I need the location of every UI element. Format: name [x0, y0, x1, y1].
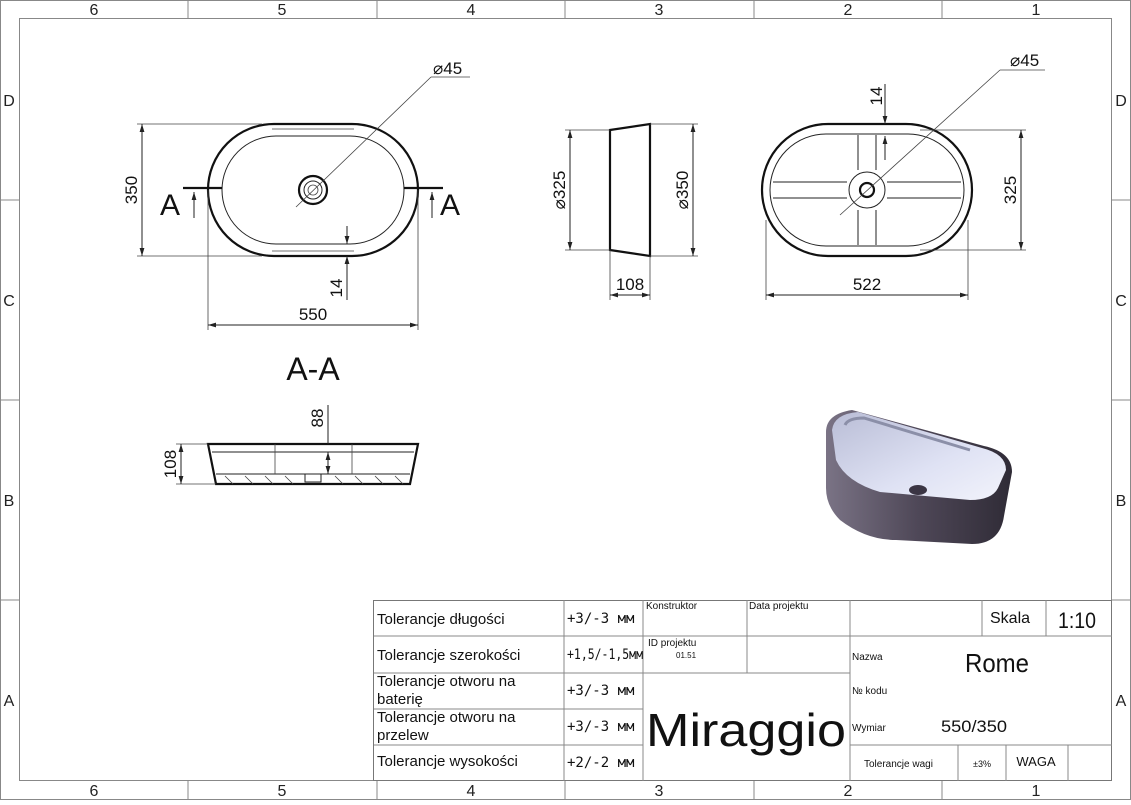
- side-depth-dim: 108: [616, 275, 644, 294]
- col-label-top: 1: [1032, 2, 1041, 19]
- col-label-top: 5: [278, 2, 287, 19]
- tol-overflow-hole-label: Tolerancje otworu na: [377, 709, 516, 726]
- tol-width-value: +1,5/-1,5мм: [567, 647, 643, 663]
- col-label-top: 3: [655, 2, 664, 19]
- nr-kodu-label: № kodu: [852, 686, 887, 697]
- tol-overflow-hole-value: +3/-3 мм: [567, 719, 635, 735]
- col-label-bottom: 1: [1032, 783, 1041, 800]
- top-wall-dim: 14: [327, 279, 346, 298]
- col-label-bottom: 5: [278, 783, 287, 800]
- konstruktor-label: Konstruktor: [646, 601, 698, 612]
- section-view: A-A 88 108: [161, 351, 420, 486]
- col-label-bottom: 6: [90, 783, 99, 800]
- row-label-left: B: [4, 493, 15, 510]
- col-label-bottom: 4: [467, 783, 476, 800]
- tol-length-label: Tolerancje długości: [377, 611, 505, 628]
- basin-3d-render: [826, 410, 1012, 544]
- title-block: Tolerancje długości Tolerancje szerokośc…: [373, 600, 1112, 781]
- top-view: ⌀45 350 550 14 A A: [122, 59, 470, 330]
- section-title: A-A: [286, 351, 340, 387]
- section-marker-right: A: [440, 189, 460, 222]
- brand-logo: Miraggio: [646, 704, 846, 756]
- skala-label: Skala: [990, 610, 1030, 627]
- tol-tap-hole-label: Tolerancje otworu na: [377, 673, 516, 690]
- row-label-right: D: [1115, 93, 1127, 110]
- tol-tap-hole-label-2: baterię: [377, 691, 423, 708]
- top-length-dim: 550: [299, 305, 327, 324]
- data-projektu-label: Data projektu: [749, 601, 808, 612]
- side-top-dia-dim: ⌀325: [550, 171, 569, 210]
- tol-wagi-value: ±3%: [973, 759, 991, 769]
- zone-labels: 6 5 4 3 2 1 6 5 4 3 2 1 D C B A D C B A: [3, 2, 1127, 800]
- bottom-hole-dia-label: ⌀45: [1010, 51, 1039, 70]
- tol-length-value: +3/-3 мм: [567, 611, 635, 627]
- row-label-right: B: [1116, 493, 1127, 510]
- section-inner-depth-dim: 88: [308, 409, 327, 428]
- tol-width-label: Tolerancje szerokości: [377, 647, 520, 664]
- wymiar-label: Wymiar: [852, 723, 886, 734]
- bottom-length-dim: 522: [853, 275, 881, 294]
- col-label-bottom: 3: [655, 783, 664, 800]
- col-label-top: 2: [844, 2, 853, 19]
- col-label-bottom: 2: [844, 783, 853, 800]
- id-projektu-label: ID projektu: [648, 638, 696, 649]
- tol-height-value: +2/-2 мм: [567, 755, 635, 771]
- skala-value: 1:10: [1058, 608, 1096, 633]
- bottom-view: ⌀45 14 325 522: [760, 51, 1045, 300]
- tol-tap-hole-value: +3/-3 мм: [567, 683, 635, 699]
- top-hole-dia-label: ⌀45: [433, 59, 462, 78]
- id-projektu-value: 01.51: [676, 651, 697, 660]
- row-label-right: A: [1116, 693, 1127, 710]
- tol-overflow-hole-label-2: przelew: [377, 727, 429, 744]
- side-view: ⌀325 ⌀350 108: [550, 122, 698, 300]
- section-height-dim: 108: [161, 450, 180, 478]
- col-label-top: 4: [467, 2, 476, 19]
- waga-label: WAGA: [1016, 754, 1056, 769]
- row-label-right: C: [1115, 293, 1127, 310]
- wymiar-value: 550/350: [941, 717, 1007, 736]
- tol-height-label: Tolerancje wysokości: [377, 753, 518, 770]
- bottom-width-dim: 325: [1001, 176, 1020, 204]
- side-bottom-dia-dim: ⌀350: [673, 171, 692, 210]
- bottom-wall-dim: 14: [867, 87, 886, 106]
- nazwa-value: Rome: [965, 648, 1029, 678]
- section-marker-left: A: [160, 189, 180, 222]
- top-height-dim: 350: [122, 176, 141, 204]
- nazwa-label: Nazwa: [852, 652, 883, 663]
- row-label-left: D: [3, 93, 15, 110]
- tol-wagi-label: Tolerancje wagi: [864, 759, 933, 770]
- col-label-top: 6: [90, 2, 99, 19]
- row-label-left: A: [4, 693, 15, 710]
- row-label-left: C: [3, 293, 15, 310]
